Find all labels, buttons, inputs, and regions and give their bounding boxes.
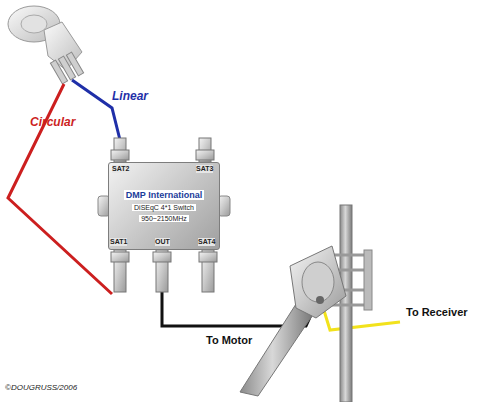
port-label: SAT4 <box>198 238 215 246</box>
lnb <box>8 6 84 84</box>
port-label: SAT2 <box>112 165 129 173</box>
switch-housing: DMP InternationalDiSEqC 4*1 Switch 950~21… <box>108 162 220 250</box>
switch-spec: DiSEqC 4*1 Switch <box>132 204 196 211</box>
brand-name: DMP International <box>124 190 204 200</box>
receiver-wire <box>322 304 400 330</box>
wire-label: Linear <box>112 90 148 103</box>
copyright-note: ©DOUGRUSS/2006 <box>5 384 77 393</box>
dish-motor <box>240 205 372 402</box>
port-label: OUT <box>155 238 170 246</box>
linear-wire <box>72 80 120 140</box>
port-label: SAT3 <box>196 165 213 173</box>
switch-spec: 950~2150MHz <box>139 215 189 222</box>
wire-label: To Receiver <box>406 306 468 318</box>
wire-label: Circular <box>30 116 75 129</box>
circular-wire <box>8 84 112 294</box>
port-label: SAT1 <box>110 238 127 246</box>
wire-label: To Motor <box>206 334 252 346</box>
